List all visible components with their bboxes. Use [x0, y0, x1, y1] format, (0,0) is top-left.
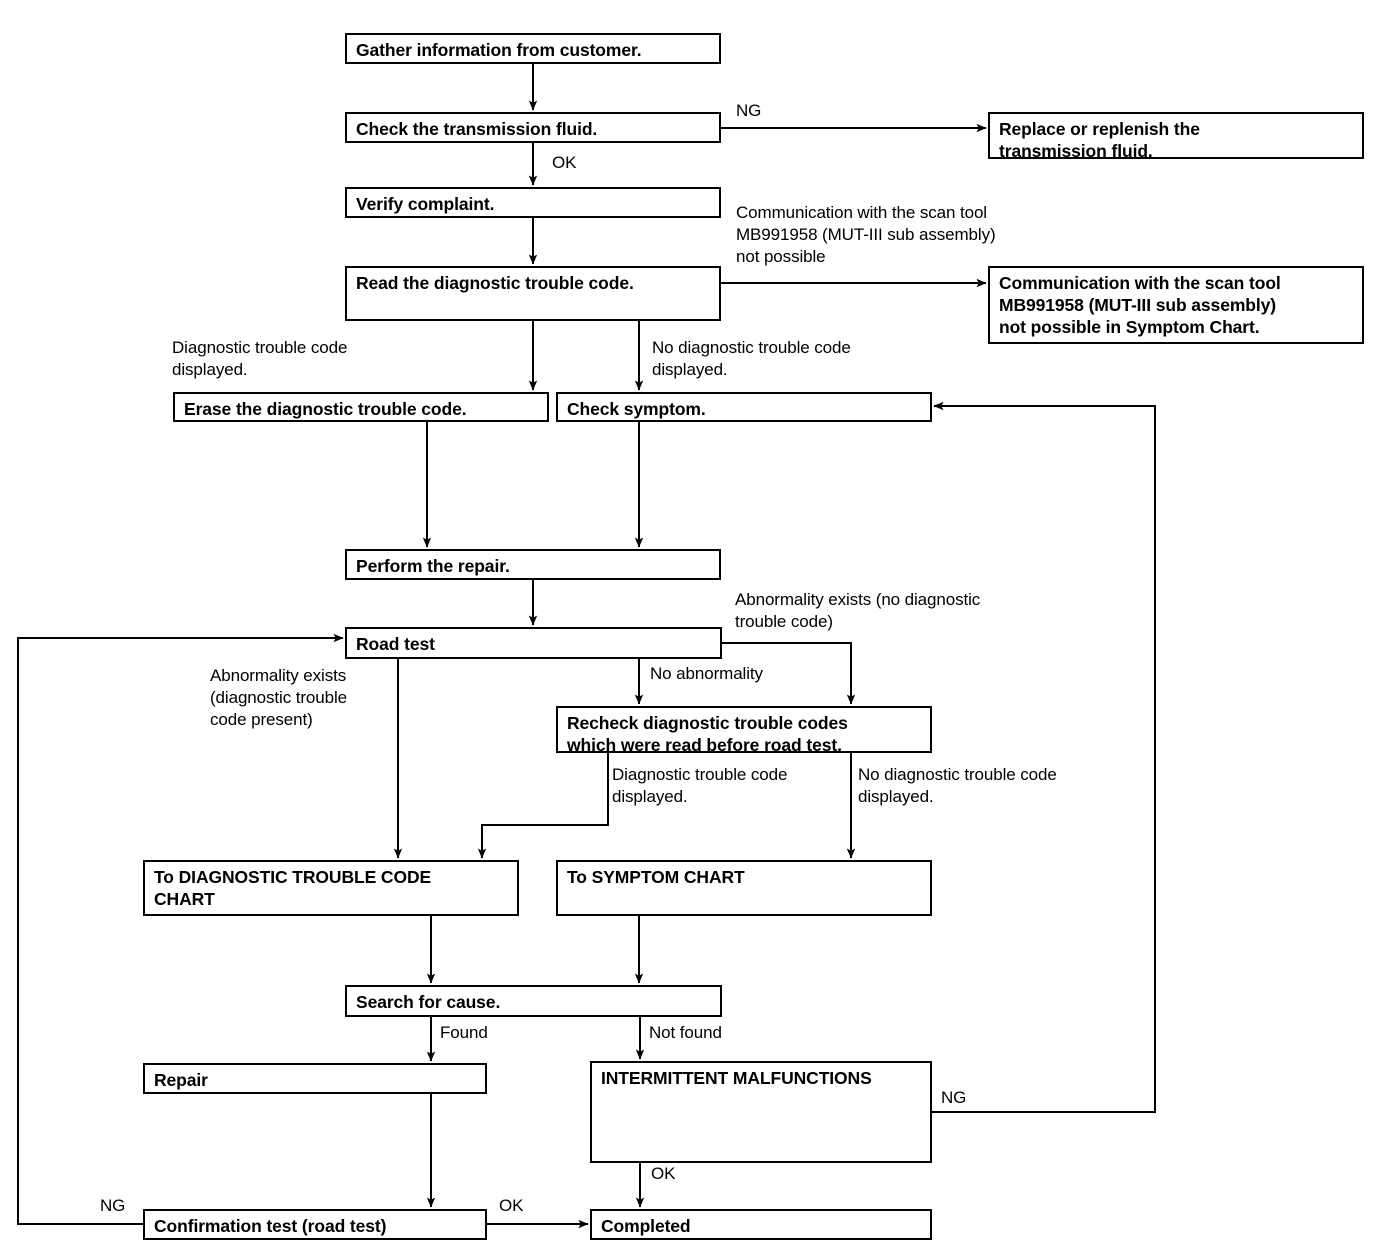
- node-intermittent-malfunctions[interactable]: INTERMITTENT MALFUNCTIONS: [590, 1061, 932, 1163]
- node-perform-the-repair[interactable]: Perform the repair.: [345, 549, 721, 580]
- node-verify-complaint[interactable]: Verify complaint.: [345, 187, 721, 218]
- edge-recheck-to-dtc-chart: [477, 753, 609, 859]
- edge-label-ok-fluid: OK: [552, 153, 577, 172]
- node-check-symptom[interactable]: Check symptom.: [556, 392, 932, 422]
- edge-confirmation-ng-to-road-test: [17, 633, 344, 1225]
- node-gather-information[interactable]: Gather information from customer.: [345, 33, 721, 64]
- edge-label-ok-confirmation: OK: [499, 1196, 524, 1215]
- node-recheck-diagnostic-trouble-codes[interactable]: Recheck diagnostic trouble codes which w…: [556, 706, 932, 755]
- edge-label-ok-intermittent: OK: [651, 1164, 676, 1183]
- edge-label-abnormality-no-dtc: Abnormality exists (no diagnostic troubl…: [735, 590, 981, 631]
- edge-label-ng-confirmation: NG: [100, 1196, 126, 1215]
- edge-intermittent-ng-to-check-symptom: [932, 401, 1156, 1113]
- edge-label-not-found: Not found: [649, 1023, 722, 1042]
- edge-label-found: Found: [440, 1023, 488, 1042]
- node-completed[interactable]: Completed: [590, 1209, 932, 1240]
- edge-label-abnormality-dtc-present: Abnormality exists (diagnostic trouble c…: [210, 666, 348, 729]
- edge-road-test-abnormality-to-recheck: [722, 642, 856, 705]
- edge-label-ng-fluid: NG: [736, 101, 762, 120]
- node-to-symptom-chart[interactable]: To SYMPTOM CHART: [556, 860, 932, 916]
- edge-label-no-dtc-displayed: No diagnostic trouble code displayed.: [652, 338, 851, 379]
- node-confirmation-test[interactable]: Confirmation test (road test): [143, 1209, 487, 1240]
- node-check-transmission-fluid[interactable]: Check the transmission fluid.: [345, 112, 721, 143]
- edge-label-ng-intermittent: NG: [941, 1088, 967, 1107]
- edge-label-dtc-displayed-2: Diagnostic trouble code displayed.: [612, 765, 788, 806]
- node-read-diagnostic-trouble-code[interactable]: Read the diagnostic trouble code.: [345, 266, 721, 321]
- node-repair[interactable]: Repair: [143, 1063, 487, 1094]
- node-erase-diagnostic-trouble-code[interactable]: Erase the diagnostic trouble code.: [173, 392, 549, 422]
- node-replace-transmission-fluid[interactable]: Replace or replenish the transmission fl…: [988, 112, 1364, 161]
- edge-label-dtc-displayed: Diagnostic trouble code displayed.: [172, 338, 348, 379]
- node-to-diagnostic-trouble-code-chart[interactable]: To DIAGNOSTIC TROUBLE CODE CHART: [143, 860, 519, 916]
- edge-label-communication-not-possible: Communication with the scan tool MB99195…: [736, 203, 996, 266]
- node-search-for-cause[interactable]: Search for cause.: [345, 985, 722, 1017]
- node-communication-not-possible-symptom-chart[interactable]: Communication with the scan tool MB99195…: [988, 266, 1364, 344]
- node-road-test[interactable]: Road test: [345, 627, 722, 659]
- edge-label-no-abnormality: No abnormality: [650, 664, 763, 683]
- edge-label-no-dtc-displayed-2: No diagnostic trouble code displayed.: [858, 765, 1057, 806]
